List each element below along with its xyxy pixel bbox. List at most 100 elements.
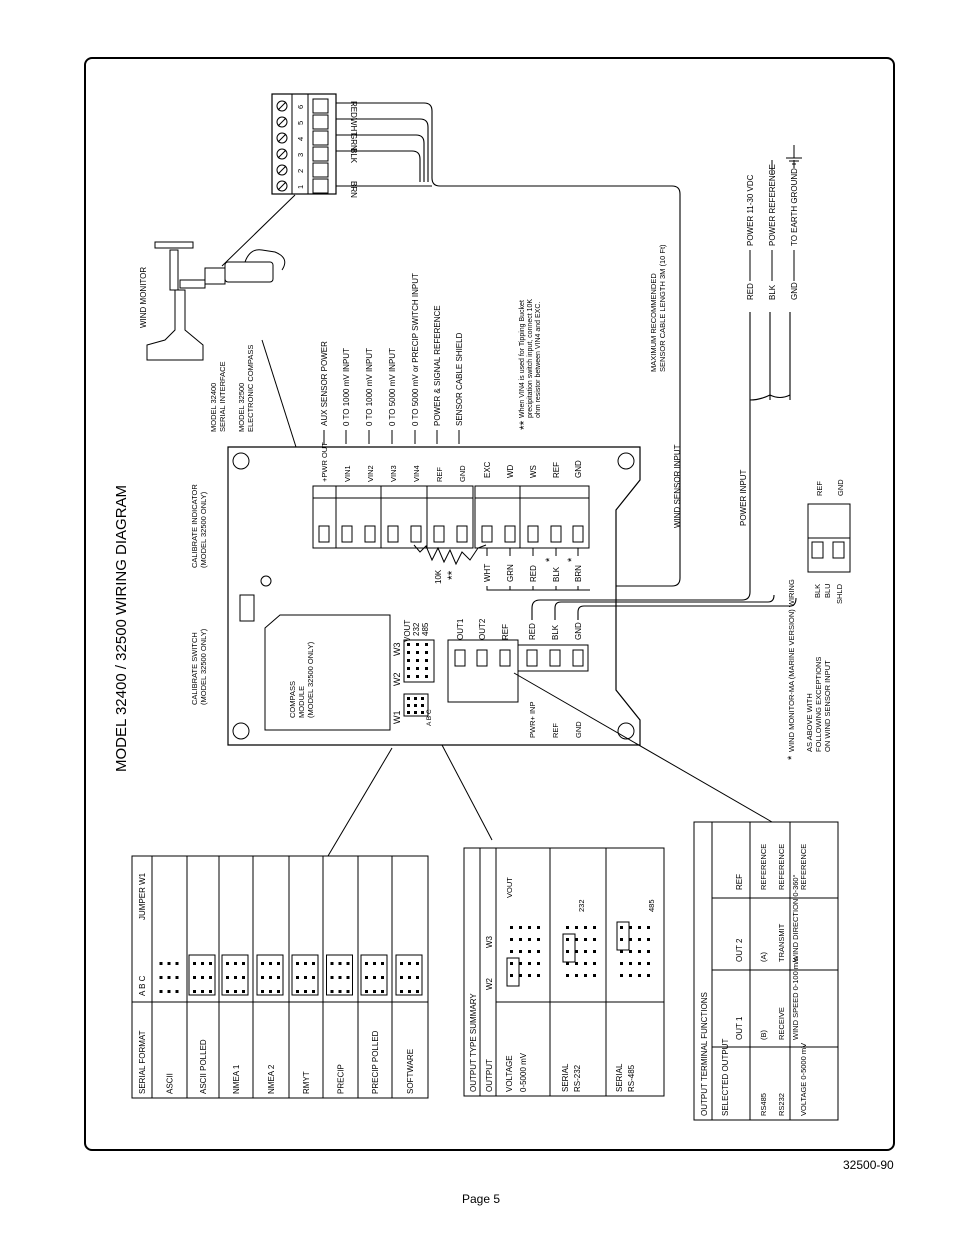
svg-text:BLK: BLK [768, 284, 777, 300]
calibrate-labels: CALIBRATE SWITCH (MODEL 32500 ONLY) CALI… [190, 484, 208, 705]
jumper-pin [159, 976, 163, 979]
svg-text:(MODEL 32500 ONLY): (MODEL 32500 ONLY) [199, 628, 208, 705]
terminal-screw [476, 649, 488, 667]
wm-wire-brn: BRN [349, 181, 358, 198]
wind-terminal-4: GND [574, 460, 583, 478]
serial-row-4: RMYT [302, 1071, 311, 1094]
wind-sensor-input-label: WIND SENSOR INPUT [673, 444, 682, 528]
output-type-jumper-0: VOUT [505, 877, 514, 898]
jumper-blocks [403, 639, 435, 717]
func-cell-2-1: WIND SPEED 0-100 m/s [791, 957, 800, 1040]
jumper-pin [167, 976, 171, 979]
func-cell-1-0: RS232 [777, 1093, 786, 1116]
jumper-setting [562, 933, 576, 963]
func-cell-1-3: REFERENCE [777, 844, 786, 890]
terminal-screw [526, 649, 538, 667]
jumper-pin [566, 962, 569, 965]
jumper-pin [226, 990, 229, 993]
func-cell-0-3: REFERENCE [759, 844, 768, 890]
calibrate-switch[interactable] [239, 594, 255, 622]
svg-text:REF: REF [815, 481, 824, 496]
jumper-setting [291, 954, 319, 996]
jumper-pin [261, 976, 264, 979]
jumper-pin [425, 643, 428, 646]
jumper-pin [620, 962, 623, 965]
terminal-screw [410, 525, 422, 543]
input-desc-6: SENSOR CABLE SHIELD [455, 332, 464, 426]
wind-wire-1: GRN [506, 564, 515, 582]
jumper-pin [296, 976, 299, 979]
terminal-slot [312, 98, 329, 114]
output-type-col-output: OUTPUT [485, 1059, 494, 1092]
jumper-pin [365, 962, 368, 965]
jumper-pin [647, 950, 650, 953]
jumper-pin [381, 962, 384, 965]
jumper-pin [269, 962, 272, 965]
wind-monitor-label: WIND MONITOR [139, 267, 148, 328]
jumper-pin [638, 962, 641, 965]
terminal-slot [312, 130, 329, 146]
power-terminal-1: BLK [551, 624, 560, 640]
jumper-pin [416, 675, 419, 678]
jumper-pin [414, 711, 417, 714]
jumper-pin [400, 962, 403, 965]
jumper-pin [201, 962, 204, 965]
jumper-pin [304, 976, 307, 979]
pin-number: 4 [296, 137, 305, 141]
input-desc-1: 0 TO 1000 mV INPUT [342, 348, 351, 426]
jumper-pin [510, 950, 513, 953]
jumper-pin [414, 704, 417, 707]
jumper-pin [593, 926, 596, 929]
terminal-screw [364, 525, 376, 543]
wm-wire-grn: GRN [349, 133, 358, 151]
jumper-pin [373, 962, 376, 965]
calibrate-indicator [260, 575, 272, 587]
jumper-pin [338, 976, 342, 979]
marker-star: * [566, 557, 578, 562]
svg-text:precipitation switch input, co: precipitation switch input, connect 10K [527, 299, 534, 418]
input-terminal-4: VIN4 [412, 465, 421, 482]
svg-text:When VIN4 is used for Tipping: When VIN4 is used for Tipping Bucket [519, 300, 526, 418]
terminal-screw [499, 649, 511, 667]
output-terminal-0: OUT1 [456, 618, 465, 640]
wind-monitor-wire-labels: RED WHT GRN BLK BRN [349, 101, 358, 198]
svg-text:SENSOR CABLE LENGTH 3M (10 Ft): SENSOR CABLE LENGTH 3M (10 Ft) [658, 244, 667, 372]
jumper-pin [537, 950, 540, 953]
jumper-pin [510, 962, 513, 965]
func-col-selected: SELECTED OUTPUT [721, 1039, 730, 1116]
func-cell-2-3: REFERENCE [799, 844, 808, 890]
svg-text:GND: GND [790, 282, 799, 300]
jumper-pin [537, 926, 540, 929]
jumper-setting [326, 954, 353, 996]
jumper-pin [226, 976, 229, 979]
jumper-pin [566, 926, 569, 929]
jumper-pin [381, 976, 384, 979]
jumper-pin [575, 938, 578, 941]
power-wire-labels: RED BLK GND POWER 11-30 VDC POWER REFERE… [746, 164, 799, 300]
jumper-pin [175, 990, 179, 993]
terminal-slot [312, 162, 329, 178]
svg-text:COMPASS: COMPASS [288, 681, 297, 718]
svg-text:*: * [786, 755, 798, 760]
wind-terminal-0: EXC [483, 461, 492, 478]
jumper-pin [234, 990, 237, 993]
pin-number: 1 [296, 185, 305, 189]
jumper-pin [373, 976, 376, 979]
jumper-pin [277, 962, 280, 965]
wind-wire-0: WHT [483, 564, 492, 582]
jumper-pin [416, 976, 419, 979]
output-type-row-2: SERIAL [615, 1063, 624, 1092]
jumper-pin [575, 974, 578, 977]
power-input-term-0: PWR+ INP [528, 702, 537, 738]
wind-terminal-3: REF [552, 462, 561, 478]
diagram-title: MODEL 32400 / 32500 WIRING DIAGRAM [113, 485, 130, 772]
jumper-pin [620, 926, 623, 929]
jumper-pin [346, 962, 350, 965]
jumper-pin [566, 938, 569, 941]
